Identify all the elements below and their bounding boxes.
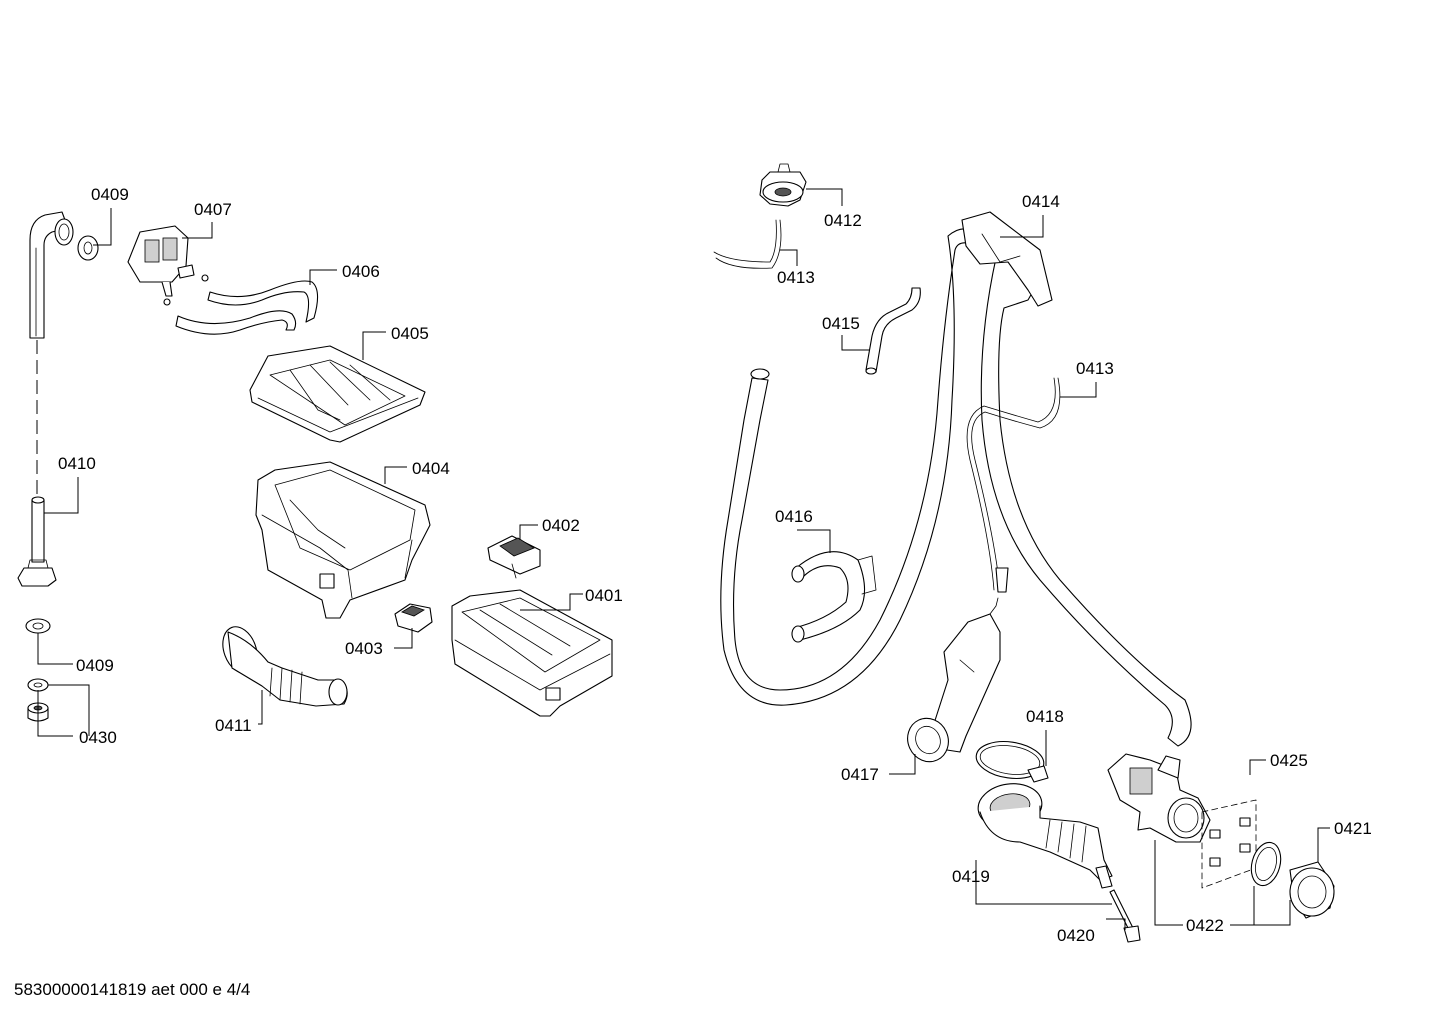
part-0403-siphon bbox=[394, 603, 433, 633]
document-footer-code: 58300000141819 aet 000 e 4/4 bbox=[14, 980, 251, 999]
part-0416-clamp bbox=[791, 551, 877, 643]
part-0415-hose bbox=[865, 287, 921, 375]
part-0409-washer bbox=[77, 235, 99, 261]
label-0420: 0420 bbox=[1057, 926, 1095, 945]
label-0418: 0418 bbox=[1026, 707, 1064, 726]
label-0430: 0430 bbox=[79, 728, 117, 747]
label-0419: 0419 bbox=[952, 867, 990, 886]
label-0415: 0415 bbox=[822, 314, 860, 333]
part-0404-dispenser-housing bbox=[255, 461, 431, 619]
part-0407-inlet-valve bbox=[127, 225, 209, 306]
part-0409-seal bbox=[25, 618, 51, 634]
label-0401: 0401 bbox=[585, 586, 623, 605]
part-0401-detergent-drawer bbox=[451, 589, 613, 717]
part-0410-hose-end bbox=[17, 496, 57, 587]
label-0403: 0403 bbox=[345, 639, 383, 658]
part-0405-dispenser-top bbox=[249, 345, 426, 443]
part-0406-hoses bbox=[175, 280, 319, 335]
label-0405: 0405 bbox=[391, 324, 429, 343]
label-0421: 0421 bbox=[1334, 819, 1372, 838]
part-0409-elbow-hose bbox=[29, 211, 74, 339]
label-0406: 0406 bbox=[342, 262, 380, 281]
part-0421-seal-ring bbox=[1250, 841, 1282, 887]
label-0409-bottom: 0409 bbox=[76, 656, 114, 675]
label-0409-top: 0409 bbox=[91, 185, 129, 204]
label-0411: 0411 bbox=[215, 716, 252, 735]
label-0416: 0416 bbox=[775, 507, 813, 526]
part-0402-insert bbox=[487, 535, 541, 579]
label-0422: 0422 bbox=[1186, 916, 1224, 935]
part-0417-sump-hose bbox=[907, 597, 1001, 763]
label-0425: 0425 bbox=[1270, 751, 1308, 770]
label-0413: 0413 bbox=[1076, 359, 1114, 378]
part-0411-bellows-hose bbox=[222, 626, 348, 707]
part-0418-clamp-ring bbox=[975, 741, 1049, 783]
label-0412: 0412 bbox=[824, 211, 862, 230]
label-0402: 0402 bbox=[542, 516, 580, 535]
label-0404: 0404 bbox=[412, 459, 450, 478]
part-0419-sump bbox=[977, 783, 1113, 889]
part-0420-screw bbox=[1109, 889, 1141, 943]
part-0425-drain-pump bbox=[1107, 753, 1211, 843]
label-0410: 0410 bbox=[58, 454, 96, 473]
part-0413-tube-top bbox=[713, 219, 782, 269]
label-0417: 0417 bbox=[841, 765, 879, 784]
part-0425-screws bbox=[1201, 799, 1257, 889]
label-0414: 0414 bbox=[1022, 192, 1060, 211]
part-0414-drain-hose bbox=[720, 211, 1192, 747]
part-0412-pressure-switch bbox=[759, 163, 807, 207]
label-0407: 0407 bbox=[194, 200, 232, 219]
label-0413-top: 0413 bbox=[777, 268, 815, 287]
part-0413-tube bbox=[966, 377, 1061, 593]
part-0421-filter bbox=[1289, 861, 1335, 919]
leader-lines bbox=[37, 188, 1330, 930]
part-labels: 0409 0407 0406 0405 0404 0410 0402 0401 … bbox=[58, 185, 1372, 945]
